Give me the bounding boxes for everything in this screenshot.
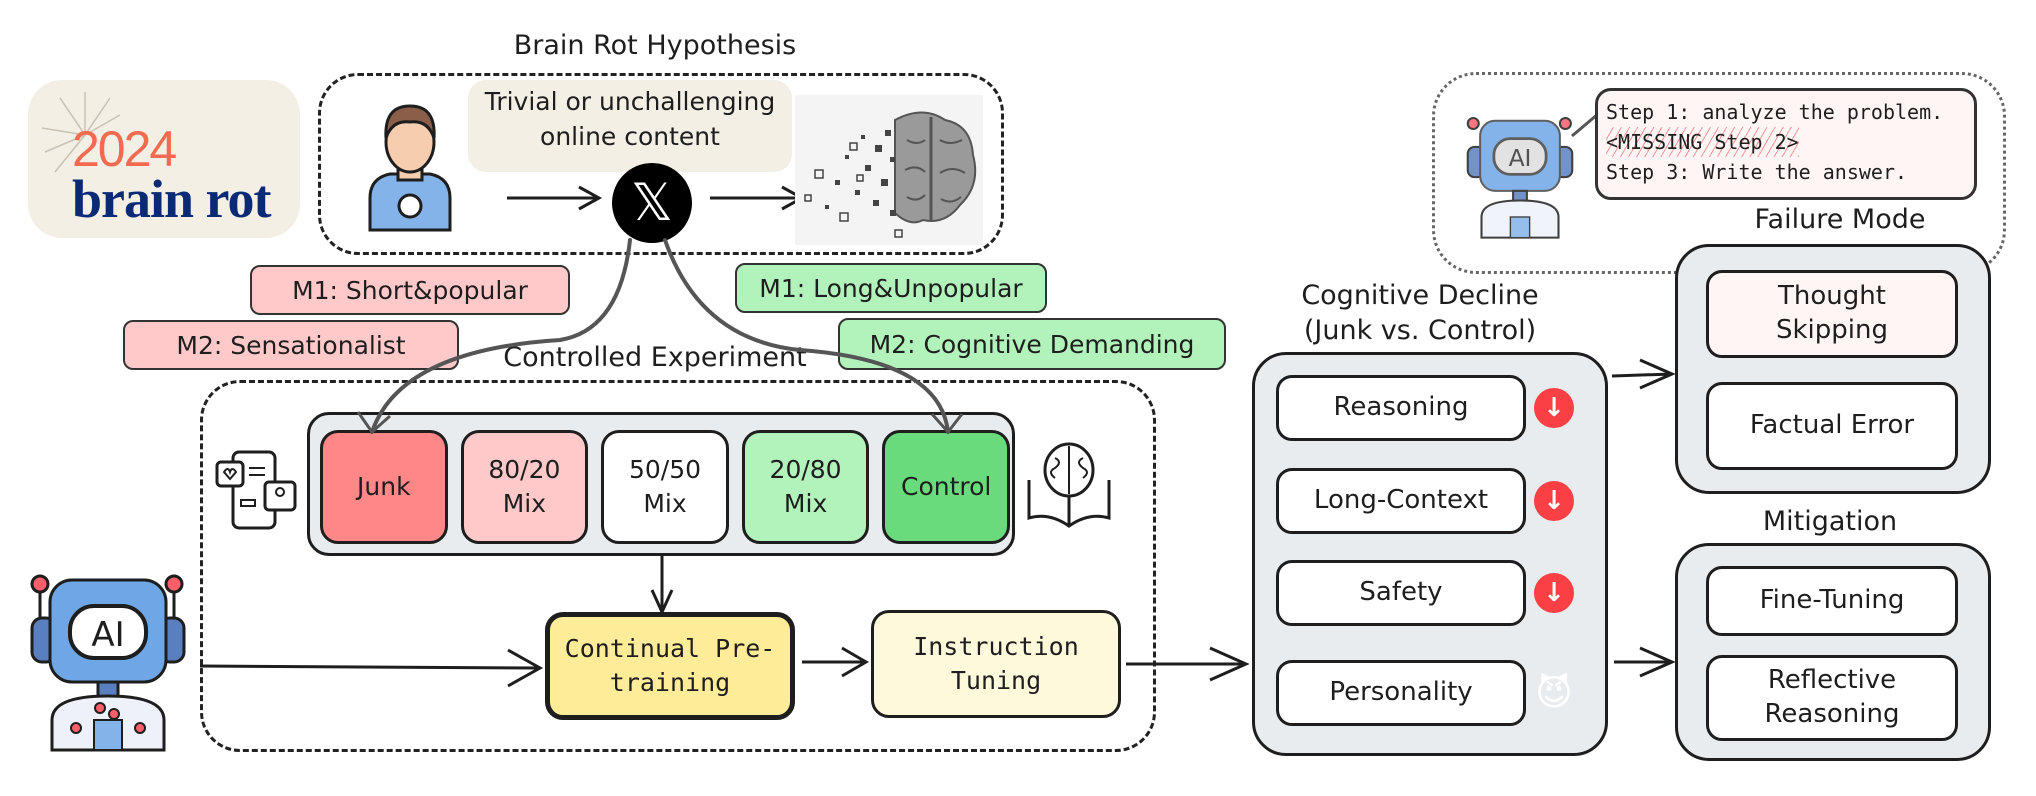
control-tag-m2: M2: Cognitive Demanding [838, 318, 1226, 370]
ai-robot-failure-icon: AI [1466, 116, 1574, 239]
experiment-title: Controlled Experiment [503, 342, 807, 373]
decline-item-long-context: Long-Context [1276, 468, 1526, 534]
mitigation-item-line-2: Reasoning [1764, 699, 1900, 729]
mitigation-item-0: Fine-Tuning [1706, 566, 1958, 636]
x-platform-logo: 𝕏 [612, 163, 692, 243]
decline-item-reasoning: Reasoning [1276, 375, 1526, 441]
failure-robot-ai-label: AI [1509, 144, 1532, 172]
robot-ai-label: AI [91, 615, 124, 655]
mix-suffix: Mix [643, 489, 687, 518]
failure-item-line-2: Skipping [1776, 315, 1888, 345]
ai-robot-icon: AI [30, 574, 186, 752]
down-arrow-icon: ↓ [1534, 481, 1574, 521]
continual-pretraining-box: Continual Pre- training [545, 612, 795, 720]
mix-box-0: Junk [320, 430, 448, 544]
mitigation-title: Mitigation [1762, 506, 1898, 537]
decline-to-failure-arrow [1611, 358, 1676, 390]
speech-step-1: Step 1: analyze the problem. [1606, 100, 1944, 124]
decline-title-line-2: (Junk vs. Control) [1303, 315, 1537, 347]
mix-suffix: Mix [502, 489, 547, 518]
brain-book-icon [1027, 442, 1111, 528]
failure-item-1: Factual Error [1706, 382, 1958, 470]
mix-suffix: Mix [783, 489, 828, 518]
decline-to-mitigation-arrow [1614, 646, 1676, 678]
logo-text: brain rot [72, 169, 272, 229]
decline-item-safety: Safety [1276, 560, 1526, 626]
instruction-tuning-box: Instruction Tuning [871, 610, 1121, 718]
arrow-person-to-x [507, 185, 603, 211]
mix-ratio: 50/50 [628, 455, 701, 485]
x-icon: 𝕏 [631, 173, 673, 233]
sparkle-burst-icon [41, 92, 121, 173]
logo-year: 2024 [72, 121, 177, 177]
pretraining-line-1: Continual Pre- [564, 634, 776, 664]
devil-face-icon: 😈 [1535, 672, 1573, 714]
reasoning-speech-bubble: Step 1: analyze the problem. <MISSING St… [1595, 88, 1977, 200]
brain-rot-2024-logo: 2024 brain rot [28, 80, 300, 238]
mix-ratio: Junk [357, 472, 411, 502]
hypothesis-group [318, 73, 1004, 255]
speech-pointer [1571, 112, 1599, 138]
decline-item-personality: Personality [1276, 660, 1526, 726]
social-media-icon [215, 450, 297, 530]
person-icon [368, 104, 452, 232]
failure-title: Failure Mode [1754, 204, 1926, 235]
speech-step-2-missing: <MISSING Step 2> [1606, 127, 1799, 157]
mix-ratio: Control [900, 472, 992, 502]
junk-tag-m2: M2: Sensationalist [123, 320, 459, 370]
instruction-line-2: Tuning [950, 666, 1042, 695]
caption-line-2: online content [540, 122, 720, 151]
caption-line-1: Trivial or unchallenging [484, 87, 776, 116]
decline-title-line-1: Cognitive Decline [1301, 280, 1539, 311]
down-arrow-icon: ↓ [1534, 573, 1574, 613]
mix-ratio: 20/80 [769, 455, 842, 485]
mitigation-item-line-1: Reflective [1767, 665, 1897, 696]
arrow-x-to-brain [710, 185, 806, 211]
down-arrow-icon: ↓ [1534, 388, 1574, 428]
failure-item-line-1: Factual Error [1749, 410, 1915, 441]
junk-tag-m1: M1: Short&popular [250, 265, 570, 315]
mitigation-item-line-1: Fine-Tuning [1759, 585, 1905, 616]
instruction-line-1: Instruction [913, 632, 1079, 662]
control-tag-m1: M1: Long&Unpopular [735, 263, 1047, 313]
speech-step-3: Step 3: Write the answer. [1606, 160, 1908, 184]
mix-ratio: 80/20 [488, 455, 561, 485]
content-caption: Trivial or unchallenging online content [468, 80, 792, 172]
decline-title: Cognitive Decline (Junk vs. Control) [1270, 278, 1570, 348]
decaying-brain-icon [795, 95, 983, 245]
pretraining-line-2: training [609, 668, 731, 697]
failure-item-line-1: Thought [1778, 281, 1886, 312]
mix-box-4: Control [882, 430, 1010, 544]
hypothesis-title: Brain Rot Hypothesis [513, 30, 797, 61]
